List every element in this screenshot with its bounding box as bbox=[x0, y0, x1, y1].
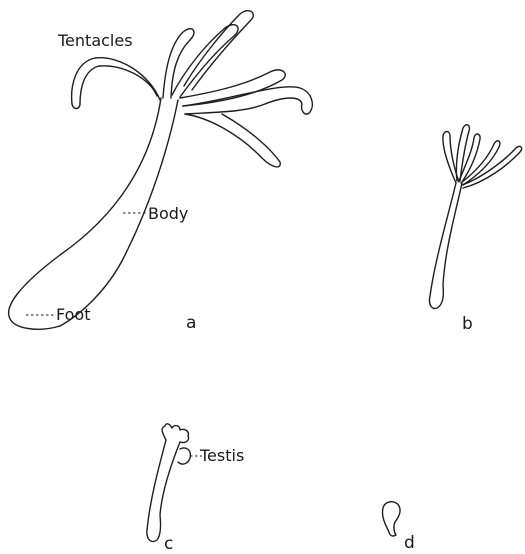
hydra-a-tentacle-up-1 bbox=[163, 29, 194, 98]
hydra-a-tentacle-left bbox=[72, 58, 160, 109]
hydra-c-body bbox=[147, 440, 180, 542]
hydra-a-tentacle-right-3 bbox=[185, 114, 280, 167]
hydra-b-body bbox=[429, 183, 462, 308]
hydra-b-drawing bbox=[429, 125, 521, 309]
panel-letter-c: c bbox=[164, 534, 173, 554]
label-foot: Foot bbox=[56, 305, 90, 324]
testis-swelling bbox=[178, 448, 190, 464]
hydra-a-body-left-edge bbox=[9, 98, 161, 329]
label-tentacles: Tentacles bbox=[57, 31, 133, 50]
panel-letter-a: a bbox=[186, 313, 196, 333]
panel-letter-d: d bbox=[404, 533, 415, 553]
label-testis: Testis bbox=[199, 446, 244, 465]
hydra-a-tentacle-right-2 bbox=[183, 87, 312, 114]
hydra-c-head bbox=[162, 424, 188, 443]
hydra-d-bud bbox=[382, 502, 400, 536]
label-body: Body bbox=[148, 204, 188, 223]
hydra-d-drawing bbox=[382, 502, 400, 536]
hydra-a-drawing bbox=[9, 11, 313, 330]
hydra-c-drawing bbox=[147, 424, 189, 542]
panel-letter-b: b bbox=[462, 314, 473, 334]
